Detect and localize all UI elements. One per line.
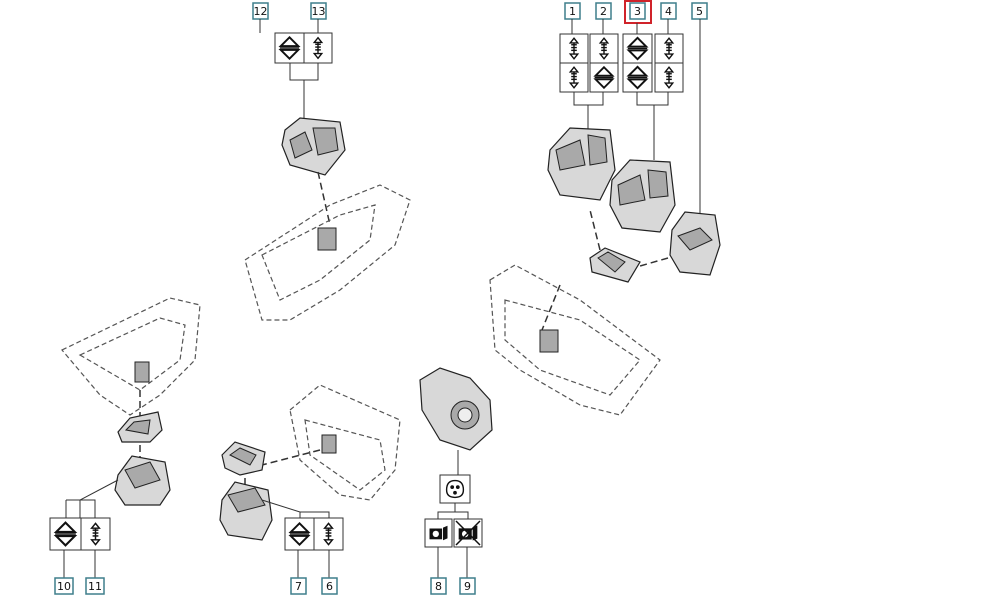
label-11[interactable]: 11 — [85, 577, 105, 595]
svg-text:2: 2 — [600, 5, 607, 18]
driver-switch-part-1 — [547, 127, 616, 201]
door-panel-front-right — [489, 264, 661, 416]
label-1[interactable]: 1 — [564, 2, 581, 20]
rear-right-switch-part — [219, 481, 273, 541]
svg-text:13: 13 — [312, 5, 326, 18]
svg-text:9: 9 — [464, 580, 471, 593]
door-panel-rear-left — [61, 297, 201, 416]
label-2[interactable]: 2 — [595, 2, 612, 20]
svg-text:8: 8 — [435, 580, 442, 593]
label-12[interactable]: 12 — [252, 2, 269, 20]
svg-text:4: 4 — [665, 5, 672, 18]
svg-text:6: 6 — [326, 580, 333, 593]
label-6[interactable]: 6 — [321, 577, 338, 595]
label-10[interactable]: 10 — [54, 577, 74, 595]
label-8[interactable]: 8 — [430, 577, 447, 595]
rear-left-switch-part — [114, 455, 171, 506]
label-4[interactable]: 4 — [660, 2, 677, 20]
selected-label-highlight — [624, 0, 652, 24]
icon-box-1-4 — [559, 33, 684, 93]
svg-text:5: 5 — [696, 5, 703, 18]
label-3[interactable]: 3 — [629, 2, 646, 20]
svg-text:12: 12 — [254, 5, 268, 18]
svg-text:11: 11 — [88, 580, 102, 593]
switch-bezel-front — [589, 247, 641, 283]
mirror-control-part — [419, 367, 493, 451]
door-panel-front-left — [244, 184, 411, 321]
switch-bezel-rear-left — [117, 411, 163, 443]
switch-bezel-rear-right — [221, 441, 266, 476]
svg-text:3: 3 — [634, 5, 641, 18]
rear-switch-part — [281, 117, 346, 176]
label-7[interactable]: 7 — [290, 577, 307, 595]
label-13[interactable]: 13 — [310, 2, 327, 20]
svg-text:10: 10 — [57, 580, 71, 593]
svg-text:1: 1 — [569, 5, 576, 18]
single-switch-part-5 — [669, 211, 721, 276]
icon-box-12-13 — [274, 32, 333, 64]
svg-text:7: 7 — [295, 580, 302, 593]
mirror-adjust-icon — [445, 479, 465, 499]
driver-switch-part-2 — [609, 159, 676, 233]
label-5[interactable]: 5 — [691, 2, 708, 20]
door-panel-rear-right — [289, 384, 401, 501]
label-9[interactable]: 9 — [459, 577, 476, 595]
